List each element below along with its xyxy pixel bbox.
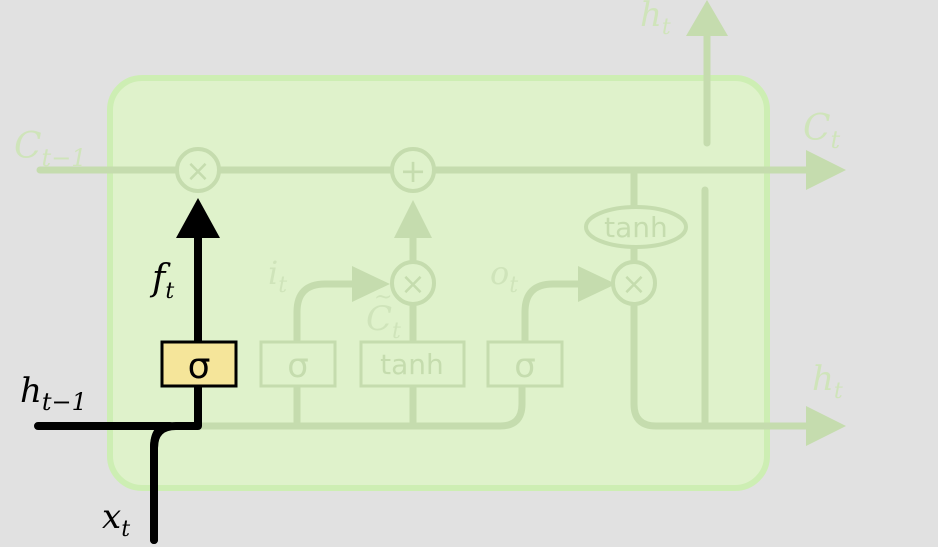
c-out-label: Ct (803, 108, 841, 154)
add-arrowhead (394, 200, 432, 238)
input-bus-line (196, 376, 526, 430)
faded-gate-labels: σ tanh σ (287, 346, 536, 386)
output-gate-arrowhead (578, 266, 616, 302)
forget-arrowhead (176, 198, 220, 238)
c-tilde-label: Ct (366, 299, 401, 344)
faded-wires (36, 26, 816, 430)
output-multiply-op (611, 260, 657, 306)
faded-op-symbols: × + × × tanh (185, 152, 667, 302)
hidden-out-arrowhead (806, 406, 846, 446)
output-sigma-gate (486, 340, 564, 388)
faded-gates (259, 340, 564, 388)
input-multiply-symbol: × (400, 267, 425, 302)
h-right-label: ht (812, 359, 843, 404)
x-input-wire (150, 382, 202, 544)
add-symbol: + (400, 152, 427, 190)
forget-sigma-gate (160, 340, 238, 388)
faded-ops (175, 147, 688, 306)
o-label: ot (490, 254, 518, 298)
add-op (390, 147, 436, 193)
highlighted-labels: ft ht−1 xt (20, 258, 174, 542)
input-gate-arrowhead (352, 266, 390, 302)
input-sigma-gate (259, 340, 337, 388)
cell-state-arrowhead (806, 150, 846, 190)
output-tanh-label: tanh (604, 211, 668, 244)
hidden-top-arrowhead (686, 0, 728, 36)
candidate-tanh-gate (359, 340, 466, 388)
c-prev-label: Ct−1 (14, 126, 87, 172)
output-sigma-label: σ (514, 346, 536, 386)
input-gate-wire (293, 280, 364, 345)
hidden-out-wire (630, 301, 816, 430)
forget-sigma-label: σ (188, 346, 211, 387)
x-label: xt (102, 497, 130, 542)
output-multiply-symbol: × (621, 267, 646, 302)
faded-labels: Ct−1 Ct ht ht it ot Ct ~ (14, 0, 843, 404)
highlighted-path (34, 228, 202, 544)
forget-multiply-symbol: × (185, 154, 210, 189)
input-sigma-label: σ (287, 346, 309, 386)
h-prev-label: ht−1 (20, 371, 87, 416)
input-multiply-op (390, 260, 436, 306)
c-tilde-accent: ~ (374, 285, 392, 310)
output-gate-wire (521, 280, 589, 345)
faded-arrowheads (352, 0, 846, 446)
output-tanh-op (584, 205, 688, 249)
forget-multiply-op (175, 147, 221, 193)
candidate-tanh-label: tanh (380, 348, 444, 381)
i-label: it (268, 254, 287, 298)
h-top-label: ht (640, 0, 671, 40)
